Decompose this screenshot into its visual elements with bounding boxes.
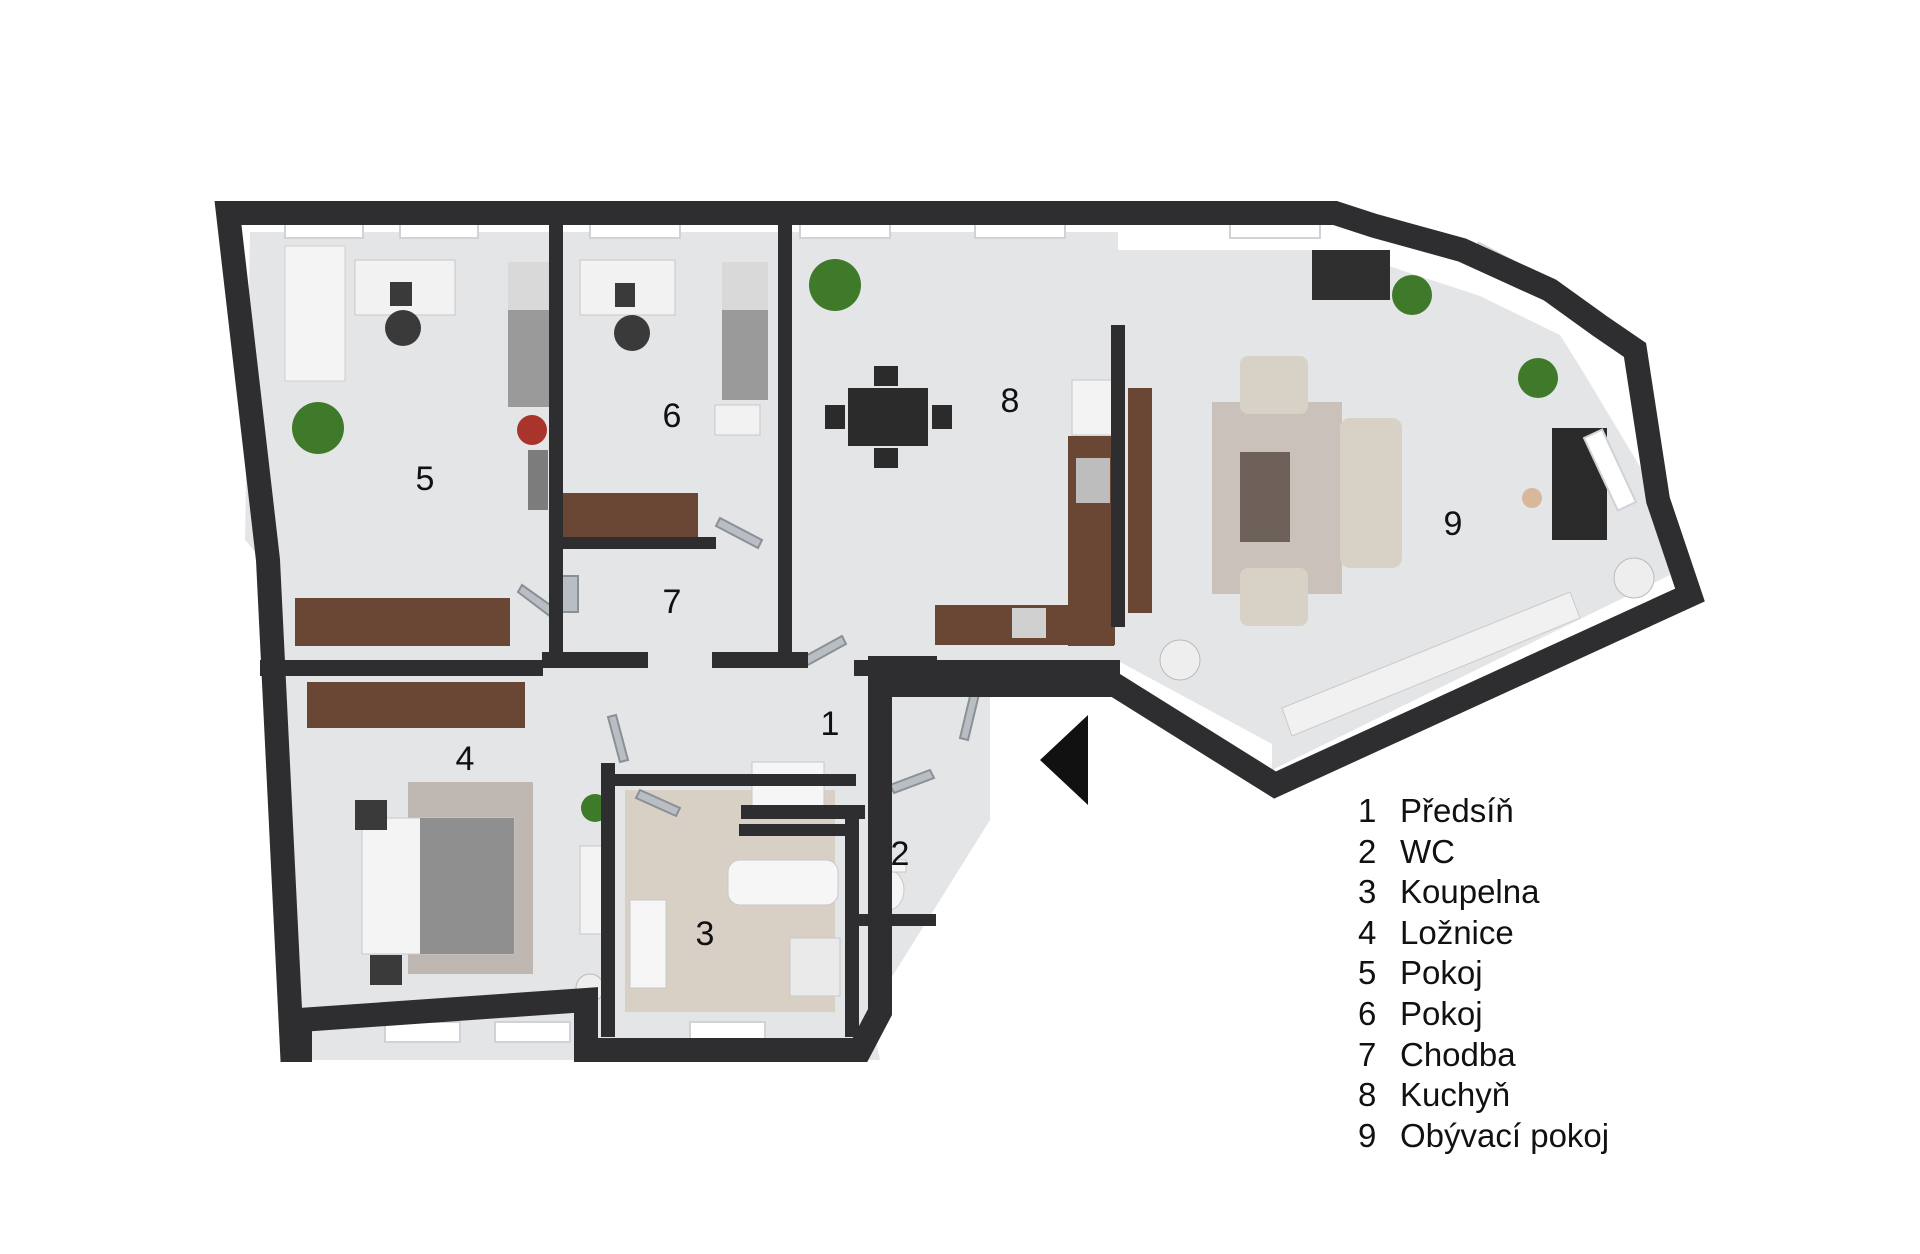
plant-icon xyxy=(292,402,344,454)
furniture xyxy=(284,245,1655,1003)
room-number-4: 4 xyxy=(456,740,475,778)
legend-item: 7 Chodba xyxy=(1358,1036,1778,1077)
legend-label: WC xyxy=(1400,832,1455,870)
legend-number: 7 xyxy=(1358,1035,1377,1073)
stool xyxy=(1522,488,1542,508)
door-icon xyxy=(888,768,936,795)
bench xyxy=(528,450,548,510)
nightstand xyxy=(370,955,402,985)
room-number-5: 5 xyxy=(416,460,435,498)
sink-icon xyxy=(1012,608,1046,638)
shower xyxy=(789,937,841,997)
chair-icon xyxy=(385,310,421,346)
bookshelf xyxy=(284,245,346,382)
legend-label: Kuchyň xyxy=(1400,1076,1511,1114)
chair-icon xyxy=(614,315,650,351)
sofa-icon xyxy=(1340,418,1402,568)
door-icon xyxy=(606,713,630,764)
entrance-arrow-icon xyxy=(1040,715,1088,805)
legend-number: 2 xyxy=(1358,832,1377,870)
fridge xyxy=(1071,379,1115,436)
legend-item: 2 WC xyxy=(1358,833,1778,874)
pillow xyxy=(508,262,553,310)
room-number-6: 6 xyxy=(663,397,682,435)
chair-icon xyxy=(874,366,898,386)
door-icon xyxy=(714,516,764,550)
nightstand xyxy=(355,800,387,830)
legend-number: 5 xyxy=(1358,954,1377,992)
plant-icon xyxy=(1518,358,1558,398)
fan xyxy=(1159,639,1201,681)
legend-number: 1 xyxy=(1358,792,1377,829)
room-number-3: 3 xyxy=(696,915,715,953)
legend-number: 3 xyxy=(1358,873,1377,911)
floor-lamp xyxy=(1613,557,1655,599)
chair-icon xyxy=(932,405,952,429)
legend-label: Pokoj xyxy=(1400,994,1483,1032)
legend-item: 1 Předsíň xyxy=(1358,792,1778,833)
legend-item: 9 Obývací pokoj xyxy=(1358,1117,1778,1158)
legend-item: 3 Koupelna xyxy=(1358,873,1778,914)
washing-machine xyxy=(751,761,825,813)
legend-label: Chodba xyxy=(1400,1035,1516,1073)
legend-number: 6 xyxy=(1358,994,1377,1032)
wardrobe xyxy=(307,682,525,728)
coffee-table xyxy=(1240,452,1290,542)
legend-label: Předsíň xyxy=(1400,792,1514,829)
plant-icon xyxy=(809,259,861,311)
wardrobe xyxy=(563,493,698,538)
legend-number: 4 xyxy=(1358,913,1377,951)
dining-table-icon xyxy=(848,388,928,446)
legend-item: 5 Pokoj xyxy=(1358,954,1778,995)
room-number-8: 8 xyxy=(1001,382,1020,420)
legend-item: 8 Kuchyň xyxy=(1358,1076,1778,1117)
room-number-7: 7 xyxy=(663,583,682,621)
blanket xyxy=(420,818,514,954)
armchair-icon xyxy=(1240,568,1308,626)
legend-label: Pokoj xyxy=(1400,954,1483,992)
room-number-1: 1 xyxy=(821,705,840,743)
legend-number: 8 xyxy=(1358,1076,1377,1114)
legend-label: Ložnice xyxy=(1400,913,1514,951)
door-icon xyxy=(634,788,682,818)
tall-cabinet xyxy=(1128,388,1152,613)
pillow xyxy=(722,262,768,310)
monitor xyxy=(390,282,412,306)
walls xyxy=(214,201,1705,1062)
chair-icon xyxy=(874,448,898,468)
nightstand xyxy=(714,404,761,436)
stove-icon xyxy=(1076,458,1110,503)
sideboard xyxy=(1281,591,1581,737)
sink-icon xyxy=(629,899,667,989)
legend-label: Koupelna xyxy=(1400,873,1540,911)
armchair-icon xyxy=(1240,356,1308,414)
room-number-2: 2 xyxy=(891,835,910,873)
flowers xyxy=(517,415,547,445)
legend-label: Obývací pokoj xyxy=(1400,1116,1610,1154)
legend-item: 6 Pokoj xyxy=(1358,995,1778,1036)
monitor xyxy=(615,283,635,307)
room-number-9: 9 xyxy=(1444,505,1463,543)
legend-number: 9 xyxy=(1358,1116,1377,1154)
dresser xyxy=(579,845,605,935)
outer-wall xyxy=(214,201,1705,1062)
tv-cabinet xyxy=(1312,250,1390,300)
plant-icon xyxy=(1392,275,1432,315)
wardrobe xyxy=(295,598,510,646)
window-icon xyxy=(1582,428,1638,512)
window-icon xyxy=(494,1021,571,1043)
room-numbers: 1 2 3 4 5 6 7 8 9 xyxy=(416,382,1463,953)
chair-icon xyxy=(825,405,845,429)
bathtub-icon xyxy=(727,859,839,906)
legend-item: 4 Ložnice xyxy=(1358,914,1778,955)
